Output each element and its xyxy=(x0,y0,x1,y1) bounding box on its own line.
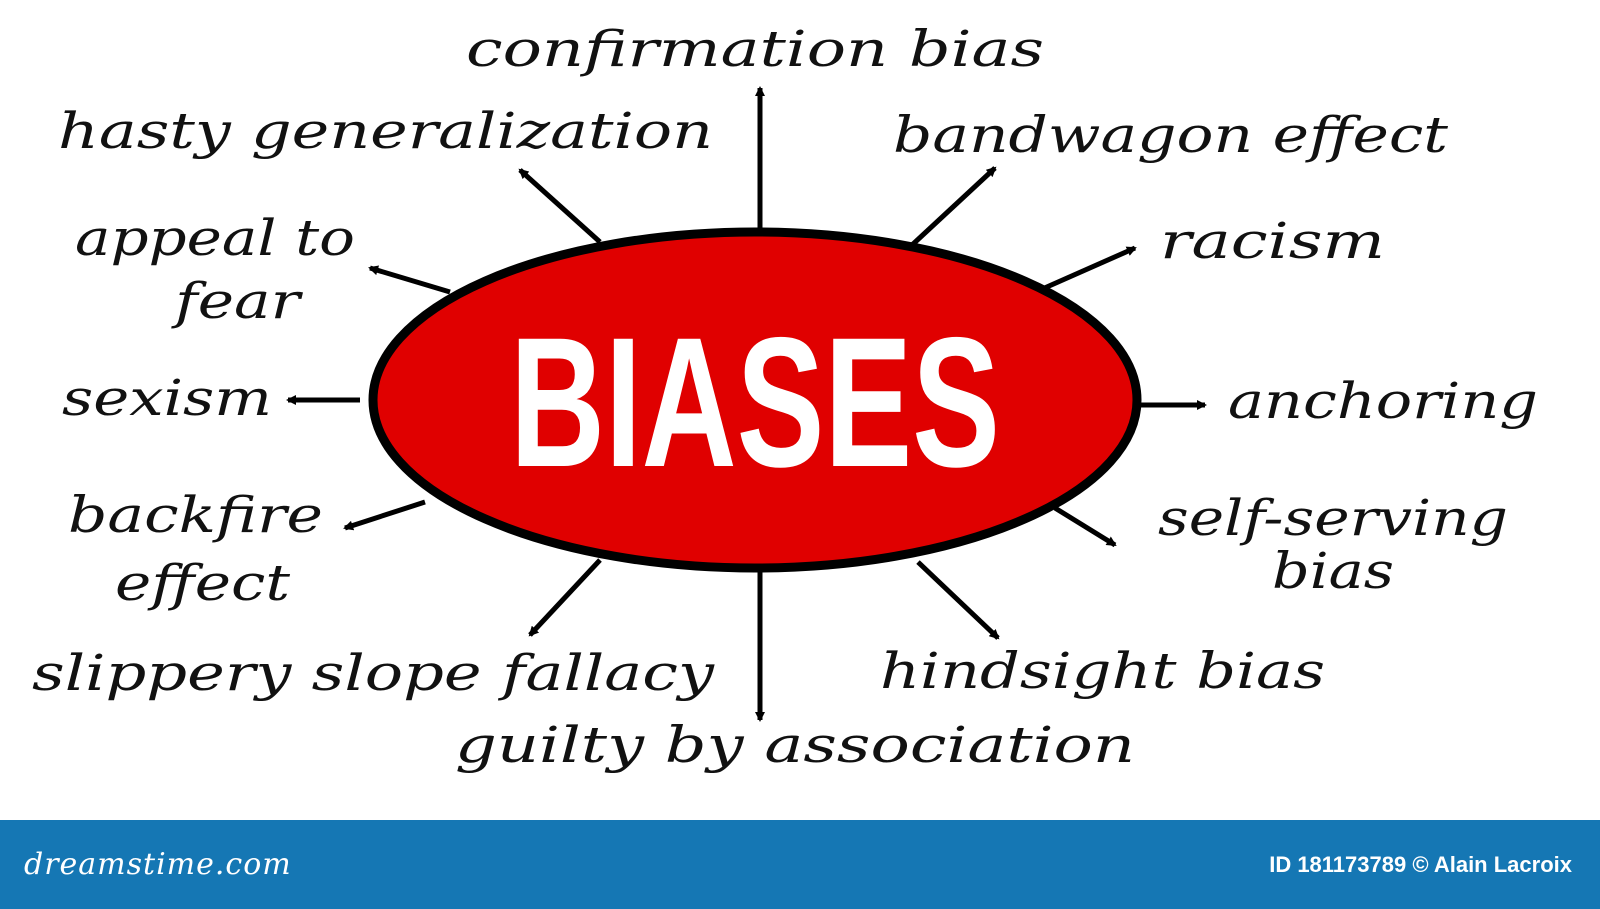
label-hindsight-bias: hindsight bias xyxy=(880,642,1325,700)
arrow-self-serving-bias xyxy=(1053,505,1117,548)
biases-diagram: BIASES confirmation bias bandwagon effect… xyxy=(32,20,1538,774)
label-appeal-to-fear-line-1: appeal to xyxy=(75,209,355,267)
label-bandwagon-effect: bandwagon effect xyxy=(893,106,1449,164)
label-backfire-effect-line-2: effect xyxy=(115,554,291,612)
arrow-appeal-to-fear xyxy=(368,265,451,295)
arrow-racism xyxy=(1038,245,1137,293)
label-self-serving-bias-line-2: bias xyxy=(1272,542,1394,600)
arrow-bandwagon-effect xyxy=(910,166,997,247)
image-credit: ID 181173789 © Alain Lacroix xyxy=(1269,851,1572,877)
label-group: confirmation bias bandwagon effect racism a… xyxy=(32,20,1538,774)
label-backfire-effect-line-1: backfire xyxy=(68,486,323,544)
arrow-group xyxy=(286,86,1207,722)
label-appeal-to-fear-line-2: fear xyxy=(170,272,304,330)
arrow-hasty-generalization xyxy=(518,168,602,244)
label-guilty-by-association: guilty by association xyxy=(455,716,1135,774)
center-label: BIASES xyxy=(510,300,1000,506)
label-racism: racism xyxy=(1160,212,1385,270)
label-sexism: sexism xyxy=(62,369,272,427)
label-slippery-slope-fallacy: slippery slope fallacy xyxy=(32,644,715,702)
center-ellipse xyxy=(368,227,1142,573)
brand-logo[interactable]: dreamstime.com xyxy=(24,847,292,882)
footer-bar: dreamstime.com ID 181173789 © Alain Lacr… xyxy=(0,820,1600,909)
label-confirmation-bias: confirmation bias xyxy=(466,20,1044,78)
arrow-backfire-effect xyxy=(343,499,426,531)
label-self-serving-bias-line-1: self-serving xyxy=(1158,489,1508,547)
label-anchoring: anchoring xyxy=(1228,372,1538,430)
arrow-hindsight-bias xyxy=(916,560,1000,640)
arrow-slippery-slope-fallacy xyxy=(528,558,602,637)
label-hasty-generalization: hasty generalization xyxy=(58,102,713,160)
